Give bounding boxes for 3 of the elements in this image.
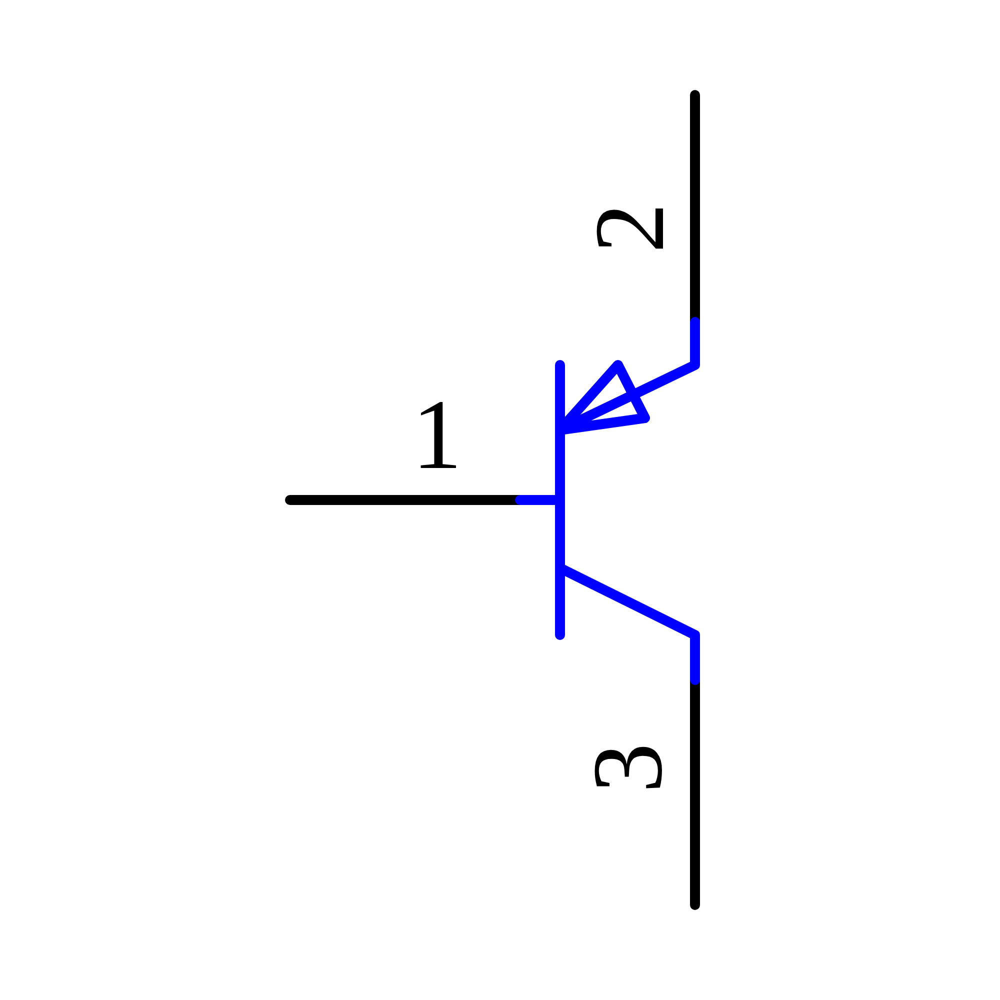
pin-number: 3	[578, 743, 678, 793]
pin-number: 1	[412, 385, 462, 485]
pin-number: 2	[580, 203, 680, 253]
